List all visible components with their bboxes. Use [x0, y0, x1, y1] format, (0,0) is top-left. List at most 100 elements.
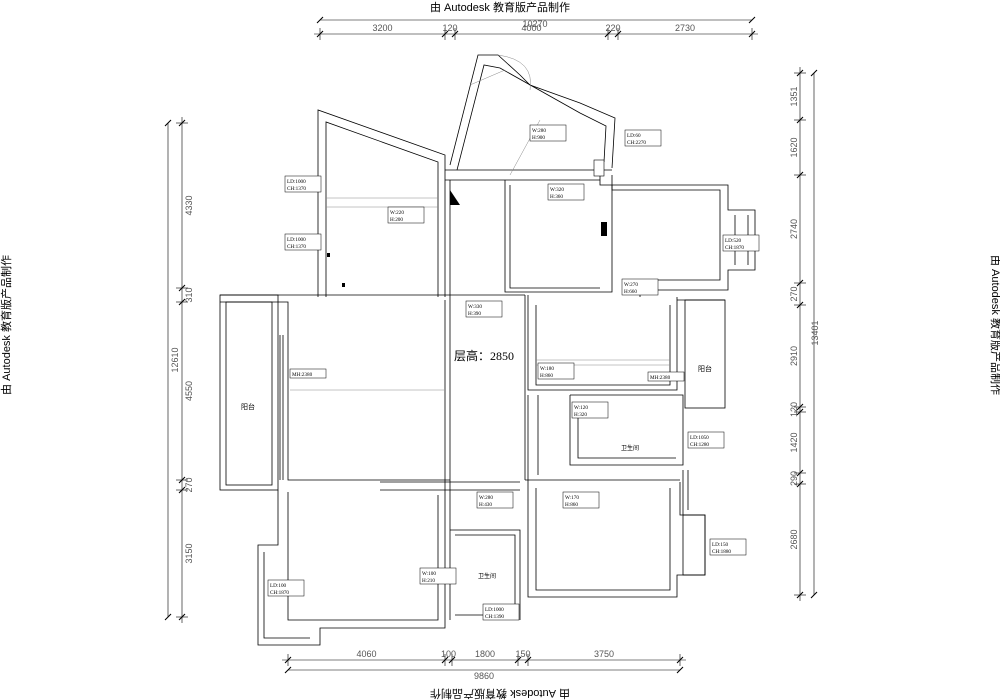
dimension-total: 10270	[522, 19, 547, 29]
opening-tag-text: W:320	[550, 187, 564, 193]
opening-tag-text: H:860	[565, 502, 578, 508]
opening-tag-text: W:280	[532, 128, 546, 134]
watermark-bottom: 由 Autodesk 教育版产品制作	[430, 687, 570, 700]
opening-tag-text: H:200	[390, 217, 403, 223]
opening-tag-text: LD:1000	[485, 607, 504, 613]
opening-tag-text: H:660	[624, 289, 637, 295]
opening-tag-text: W:270	[624, 282, 638, 288]
dimension-label: 310	[184, 287, 194, 302]
dimension-tick	[796, 403, 804, 411]
dimension-tick	[796, 591, 804, 599]
opening-tag: MH:2380	[289, 368, 327, 379]
dimension-label: 3750	[594, 649, 614, 659]
opening-tag-text: LD:60	[627, 133, 641, 139]
dimension-tick	[164, 613, 172, 621]
opening-tag-text: CH:1880	[712, 549, 731, 555]
dimension-label: 270	[789, 286, 799, 301]
dimension-tick	[284, 666, 292, 674]
opening-tag-text: MH:2380	[292, 372, 313, 378]
dimension-tick	[810, 591, 818, 599]
dimension-label: 4000	[521, 23, 541, 33]
dimension-label: 4060	[356, 649, 376, 659]
opening-tag-text: W:280	[479, 495, 493, 501]
dimension-label: 100	[441, 649, 456, 659]
dimension-total: 12610	[170, 347, 180, 372]
opening-tag-text: CH:1390	[485, 614, 504, 620]
dimension-label: 270	[184, 477, 194, 492]
opening-tag-text: CH:1370	[287, 186, 306, 192]
dimension-tick	[524, 656, 532, 664]
dimension-label: 3200	[372, 23, 392, 33]
opening-tag-text: H:320	[574, 412, 587, 418]
dimension-label: 220	[605, 23, 620, 33]
walls	[219, 54, 756, 646]
opening-tag-text: H:900	[532, 135, 545, 141]
floor-height-label: 层高：2850	[454, 348, 514, 363]
opening-tag-text: CH:1280	[690, 442, 709, 448]
dimension-tick	[178, 284, 186, 292]
dimension-tick	[178, 298, 186, 306]
dimension-label: 120	[789, 402, 799, 417]
opening-tag-text: LD:1000	[287, 179, 306, 185]
dimension-label: 4330	[184, 195, 194, 215]
dimension-tick	[316, 30, 324, 38]
watermark-left: 由 Autodesk 教育版产品制作	[0, 255, 13, 395]
dimension-tick	[796, 279, 804, 287]
dimension-tick	[178, 476, 186, 484]
dimension-tick	[284, 656, 292, 664]
dimension-label: 1800	[475, 649, 495, 659]
dimension-tick	[604, 30, 612, 38]
opening-tag-text: CH:1370	[287, 244, 306, 250]
opening-tag-text: CH:1870	[270, 590, 289, 596]
dimension-tick	[676, 656, 684, 664]
dimension-tick	[676, 666, 684, 674]
dimension-tick	[796, 301, 804, 309]
dimension-label: 290	[789, 471, 799, 486]
opening-tag-text: W:180	[540, 366, 554, 372]
watermark-right: 由 Autodesk 教育版产品制作	[989, 255, 1000, 395]
dimension-tick	[178, 486, 186, 494]
dimension-label: 3150	[184, 543, 194, 563]
dimension-label: 1620	[789, 137, 799, 157]
dimension-label: 2680	[789, 529, 799, 549]
dimension-tick	[796, 171, 804, 179]
dimension-tick	[810, 69, 818, 77]
column-markers	[327, 159, 607, 287]
dimension-tick	[164, 119, 172, 127]
room-label-balcony-right: 阳台	[698, 364, 712, 373]
dimension-tick	[796, 469, 804, 477]
opening-tag: MH:2380	[647, 371, 685, 382]
dimension-label: 2730	[675, 23, 695, 33]
dimension-tick	[448, 656, 456, 664]
opening-tag-text: W:330	[468, 304, 482, 310]
dimension-tick	[796, 408, 804, 416]
dimension-tick	[614, 30, 622, 38]
opening-tag-text: LD:1000	[287, 237, 306, 243]
dimension-tick	[441, 30, 449, 38]
dimension-label: 1420	[789, 432, 799, 452]
dimension-tick	[748, 30, 756, 38]
opening-tag-text: CH:2270	[627, 140, 646, 146]
opening-tag-text: LD:100	[270, 583, 287, 589]
watermark-top: 由 Autodesk 教育版产品制作	[430, 0, 570, 14]
room-label-bathroom-center: 卫生间	[478, 572, 496, 580]
dashed-guides	[290, 54, 670, 391]
dimension-tick	[178, 119, 186, 127]
opening-tag-text: H:210	[422, 578, 435, 584]
opening-tag-text: H:360	[550, 194, 563, 200]
dimension-label: 1351	[789, 86, 799, 106]
